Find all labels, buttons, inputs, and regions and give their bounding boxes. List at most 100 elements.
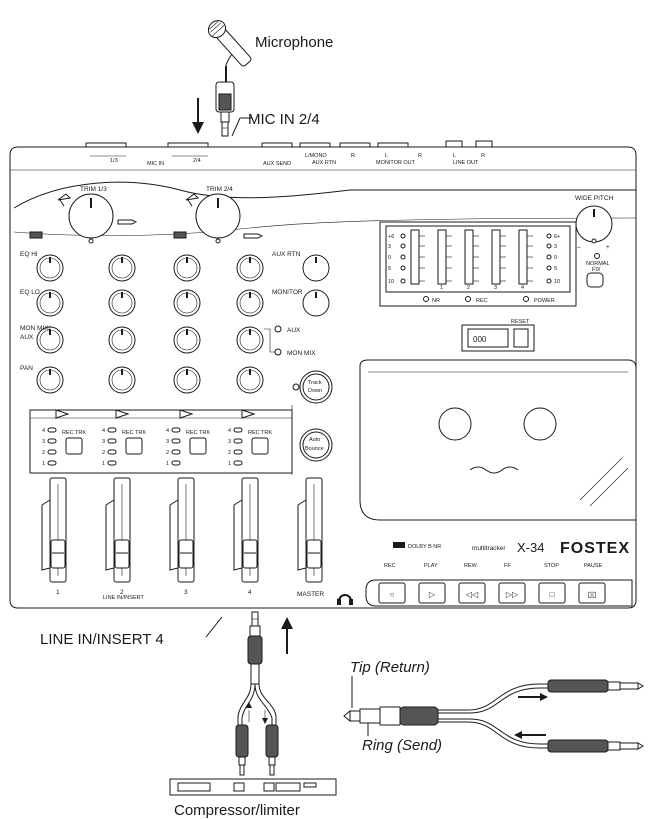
- eq-hi-knob-2[interactable]: [108, 254, 136, 282]
- track-select-led: [233, 460, 243, 466]
- rec-label: REC: [384, 563, 396, 569]
- eq-lo-knob-1[interactable]: [36, 289, 64, 317]
- track-led-label: 4: [42, 428, 45, 434]
- channel-fader-3[interactable]: [169, 477, 195, 583]
- rec-trk-label: REC TRK: [186, 430, 210, 436]
- meter-led: [400, 265, 406, 271]
- auto-bounce-button[interactable]: [299, 428, 333, 462]
- return-plug: [265, 724, 279, 776]
- track-select-led: [47, 427, 57, 433]
- pan-knob-3[interactable]: [173, 366, 201, 394]
- track-select-led: [107, 449, 117, 455]
- rec-label: REC: [476, 298, 488, 304]
- channel-fader-2[interactable]: [105, 477, 131, 583]
- rec-button[interactable]: ○: [378, 582, 406, 604]
- track-select-led: [171, 460, 181, 466]
- pan-knob-2[interactable]: [108, 366, 136, 394]
- breakout-plug-top: [547, 679, 644, 693]
- meter-scale-right-label: 6+: [554, 234, 560, 240]
- meter-led: [546, 278, 552, 284]
- power-label: POWER: [534, 298, 555, 304]
- stop-button[interactable]: □: [538, 582, 566, 604]
- rew-button[interactable]: ◁◁: [458, 582, 486, 604]
- normal-fix-button[interactable]: [586, 272, 604, 288]
- track-led-label: 2: [228, 450, 231, 456]
- pan-knob-1[interactable]: [36, 366, 64, 394]
- stop-icon: □: [550, 590, 555, 599]
- wide-pitch-label: WIDE PITCH: [575, 195, 614, 202]
- meter-bar-3: [464, 229, 479, 285]
- track-led-label: 3: [102, 439, 105, 445]
- eq-hi-knob-4[interactable]: [236, 254, 264, 282]
- eq-lo-knob-2[interactable]: [108, 289, 136, 317]
- monitor-out-label: MONITOR OUT: [376, 160, 416, 166]
- track-led-label: 1: [102, 461, 105, 467]
- eq-hi-knob-1[interactable]: [36, 254, 64, 282]
- aux-rtn-r-label: R: [351, 153, 355, 159]
- line-in-insert-label: LINE IN/INSERT: [103, 595, 144, 601]
- aux-rtn-knob[interactable]: [302, 254, 330, 282]
- rec-led: [465, 296, 471, 302]
- l-mono-label: L/MONO: [305, 153, 327, 159]
- counter-reset-button[interactable]: [513, 328, 529, 348]
- send-plug: [235, 724, 249, 776]
- eq-hi-knob-3[interactable]: [173, 254, 201, 282]
- trim-24-knob[interactable]: [195, 193, 241, 244]
- mon-mix-aux-knob-4[interactable]: [236, 326, 264, 354]
- track-led-label: 4: [166, 428, 169, 434]
- ff-button[interactable]: ▷▷: [498, 582, 526, 604]
- trim-24-label: TRIM 2/4: [206, 186, 233, 193]
- tape-counter: [461, 324, 535, 352]
- insert-plug: [247, 611, 263, 685]
- auto-bounce-label-1: Auto: [309, 437, 320, 443]
- monitor-knob[interactable]: [302, 289, 330, 317]
- power-led: [523, 296, 529, 302]
- track-led-label: 4: [102, 428, 105, 434]
- rec-trk-button[interactable]: [189, 437, 207, 455]
- rew-label: REW: [464, 563, 478, 569]
- meter-scale-right-label: 3: [554, 244, 557, 250]
- track-down-button[interactable]: [299, 370, 333, 404]
- rec-trk-button[interactable]: [125, 437, 143, 455]
- wide-pitch-knob[interactable]: [575, 205, 613, 244]
- meter-led: [400, 278, 406, 284]
- rec-trk-label: REC TRK: [122, 430, 146, 436]
- channel-fader-1[interactable]: [41, 477, 67, 583]
- pan-knob-4[interactable]: [236, 366, 264, 394]
- return-direction-arrow-left: [514, 731, 546, 739]
- channel-fader-4[interactable]: [233, 477, 259, 583]
- meter-bar-5: [518, 229, 533, 285]
- mon-mix-aux-knob-2[interactable]: [108, 326, 136, 354]
- monitor-out-l-label: L: [385, 153, 388, 159]
- aux-send-label: AUX SEND: [263, 161, 291, 167]
- monitor-label-mixer: MONITOR: [272, 289, 303, 296]
- eq-lo-knob-3[interactable]: [173, 289, 201, 317]
- mon-mix-aux-knob-1[interactable]: [36, 326, 64, 354]
- play-button[interactable]: ▷: [418, 582, 446, 604]
- track-led-label: 2: [166, 450, 169, 456]
- mon-mix-aux-knob-3[interactable]: [173, 326, 201, 354]
- master-fader[interactable]: [297, 477, 323, 583]
- pause-button[interactable]: ▯▯: [578, 582, 606, 604]
- meter-scale-left-label: 3: [388, 244, 391, 250]
- meter-bar-4: [491, 229, 506, 285]
- insert-arrow-up: [281, 617, 293, 654]
- master-label: MASTER: [297, 591, 324, 598]
- eq-hi-label: EQ HI: [20, 251, 38, 258]
- signal-triangle-icon: [241, 409, 256, 419]
- trim-13-knob[interactable]: [68, 193, 114, 244]
- rec-trk-button[interactable]: [65, 437, 83, 455]
- aux-monmix-switch[interactable]: [264, 325, 282, 356]
- rec-trk-button[interactable]: [251, 437, 269, 455]
- pan-label: PAN: [20, 365, 33, 372]
- eq-lo-knob-4[interactable]: [236, 289, 264, 317]
- meter-scale-right-label: 10: [554, 279, 560, 285]
- model-name: X-34: [517, 540, 544, 555]
- mic-in-13-label: 1/3: [110, 158, 118, 164]
- normal-fix-label-1: NORMAL: [586, 261, 610, 267]
- counter-value: 000: [473, 335, 487, 344]
- eq-lo-label: EQ LO: [20, 289, 40, 296]
- mic-in-24-callout: MIC IN 2/4: [248, 111, 320, 128]
